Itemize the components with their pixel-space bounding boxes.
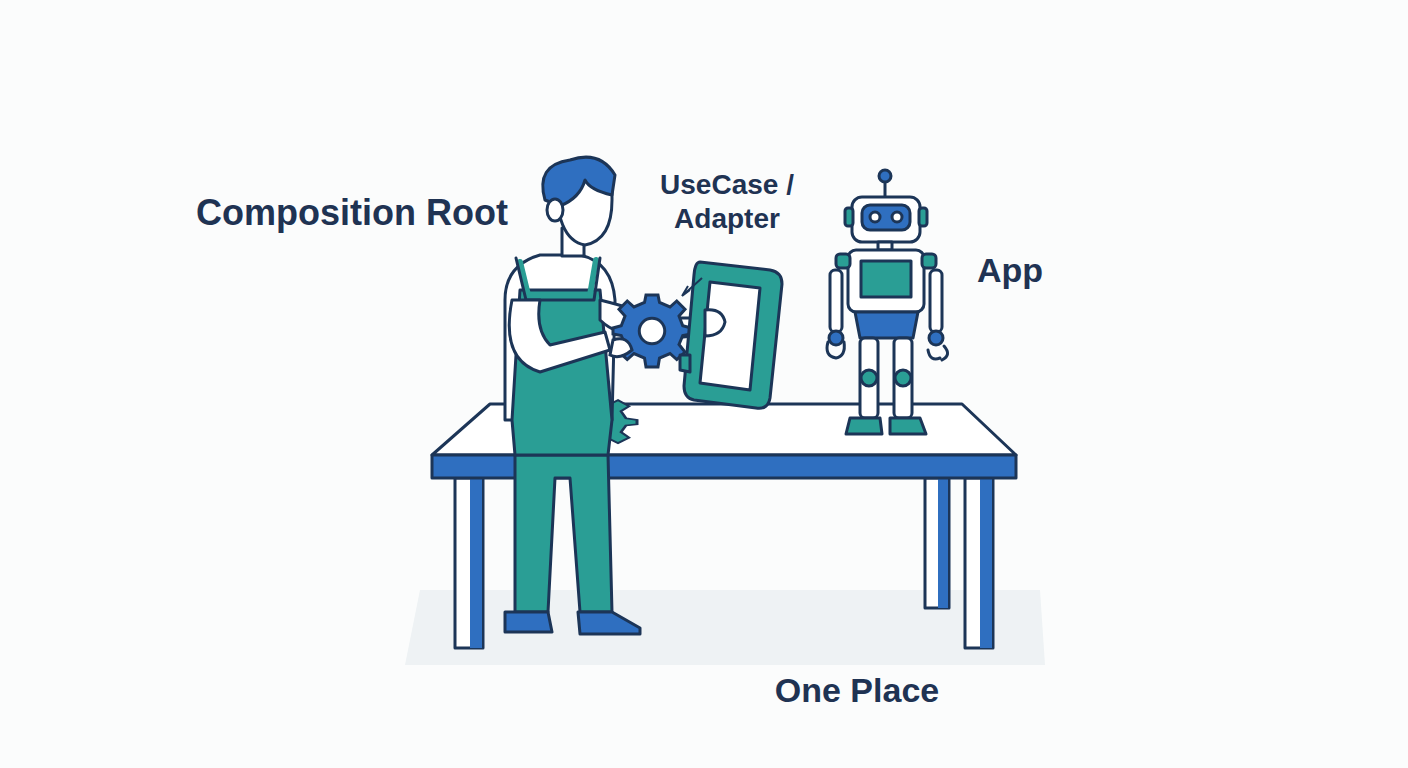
label-text: One Place [775,670,939,711]
hand [610,339,632,357]
robot-app [827,170,948,434]
label-text: App [977,250,1043,291]
label-text: UseCase / Adapter [637,168,817,235]
insert-arrow [682,278,702,296]
adapter-frame [680,262,782,408]
label-text: Composition Root [196,191,508,234]
